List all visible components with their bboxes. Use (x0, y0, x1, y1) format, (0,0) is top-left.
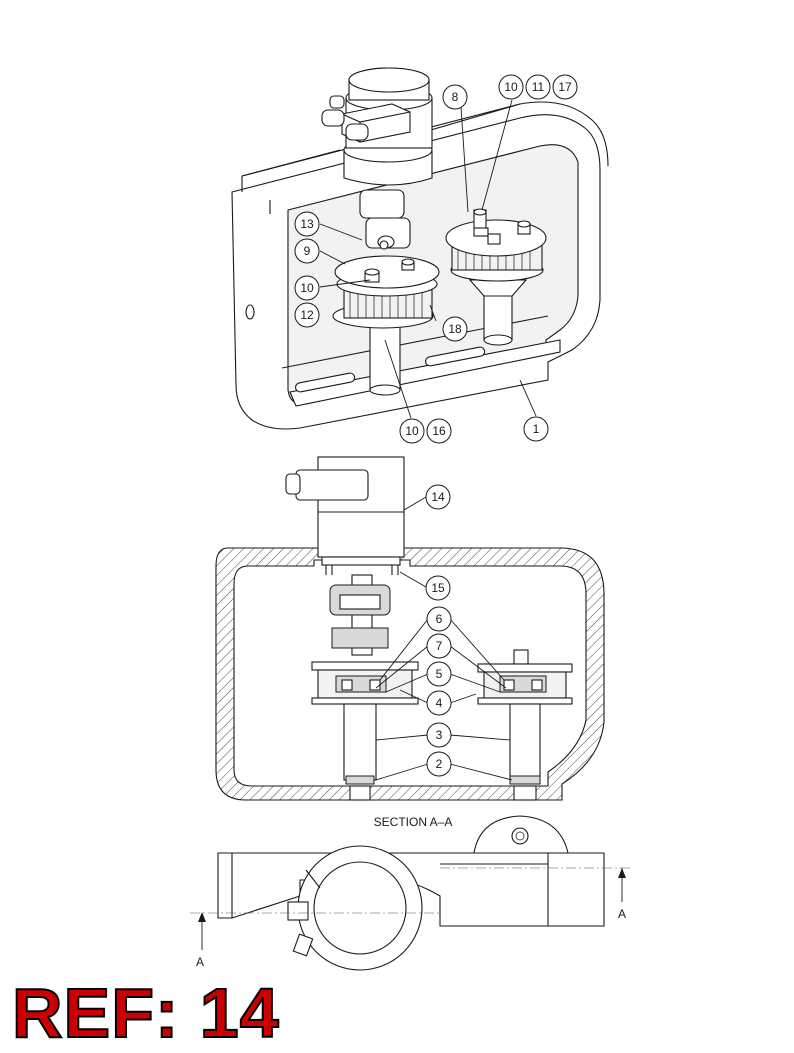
callout-10-bottom: 10 (399, 418, 425, 444)
callout-16: 16 (426, 418, 452, 444)
bearing-ring-inner (313, 861, 407, 955)
section-mark-left: A (196, 955, 204, 969)
base-slot-right (425, 346, 486, 367)
callout-1: 1 (523, 416, 549, 442)
svg-text:10: 10 (405, 424, 419, 438)
callout-8: 8 (442, 84, 468, 110)
svg-text:6: 6 (436, 612, 443, 626)
svg-text:11: 11 (532, 80, 545, 94)
svg-text:15: 15 (431, 581, 445, 595)
pulley-left-section (311, 661, 419, 801)
isometric-view (231, 67, 609, 430)
svg-text:18: 18 (448, 322, 462, 336)
svg-text:17: 17 (558, 80, 572, 94)
callout-7: 7 (426, 633, 452, 659)
reference-label: REF: 14 (11, 974, 280, 1052)
svg-text:10: 10 (504, 80, 518, 94)
svg-text:7: 7 (436, 639, 443, 653)
svg-text:13: 13 (300, 217, 314, 231)
svg-text:5: 5 (436, 667, 443, 681)
motor-top (321, 67, 433, 186)
callout-2: 2 (426, 751, 452, 777)
callout-10-top-right: 10 (498, 74, 524, 100)
svg-text:4: 4 (436, 696, 443, 710)
callout-13: 13 (294, 211, 320, 237)
svg-text:14: 14 (431, 490, 445, 504)
callout-14: 14 (425, 484, 451, 510)
housing-section (215, 547, 605, 801)
section-view (215, 456, 605, 801)
base-slot-left (295, 372, 356, 393)
callout-4: 4 (426, 690, 452, 716)
svg-text:9: 9 (304, 244, 311, 258)
frame-top-flange (241, 101, 609, 214)
pulley-right (445, 208, 547, 346)
side-hole (245, 304, 255, 320)
pulley-left (332, 255, 440, 396)
svg-text:2: 2 (436, 757, 443, 771)
callout-10-left: 10 (294, 275, 320, 301)
callout-12: 12 (294, 302, 320, 328)
callout-17: 17 (552, 74, 578, 100)
svg-text:1: 1 (533, 422, 540, 436)
svg-text:3: 3 (436, 728, 443, 742)
pulley-right-section (477, 649, 573, 801)
svg-text:16: 16 (432, 424, 446, 438)
svg-text:10: 10 (300, 281, 314, 295)
coupling (359, 189, 411, 250)
callout-18: 18 (442, 316, 468, 342)
motor-section (285, 456, 405, 575)
callout-9: 9 (294, 238, 320, 264)
callout-3: 3 (426, 722, 452, 748)
callout-15: 15 (425, 575, 451, 601)
section-title: SECTION A–A (374, 815, 453, 829)
callout-11: 11 (525, 74, 551, 100)
callout-6: 6 (426, 606, 452, 632)
svg-text:12: 12 (300, 308, 314, 322)
svg-text:8: 8 (452, 90, 459, 104)
plan-view (190, 815, 630, 971)
callout-5: 5 (426, 661, 452, 687)
section-mark-right: A (618, 907, 626, 921)
